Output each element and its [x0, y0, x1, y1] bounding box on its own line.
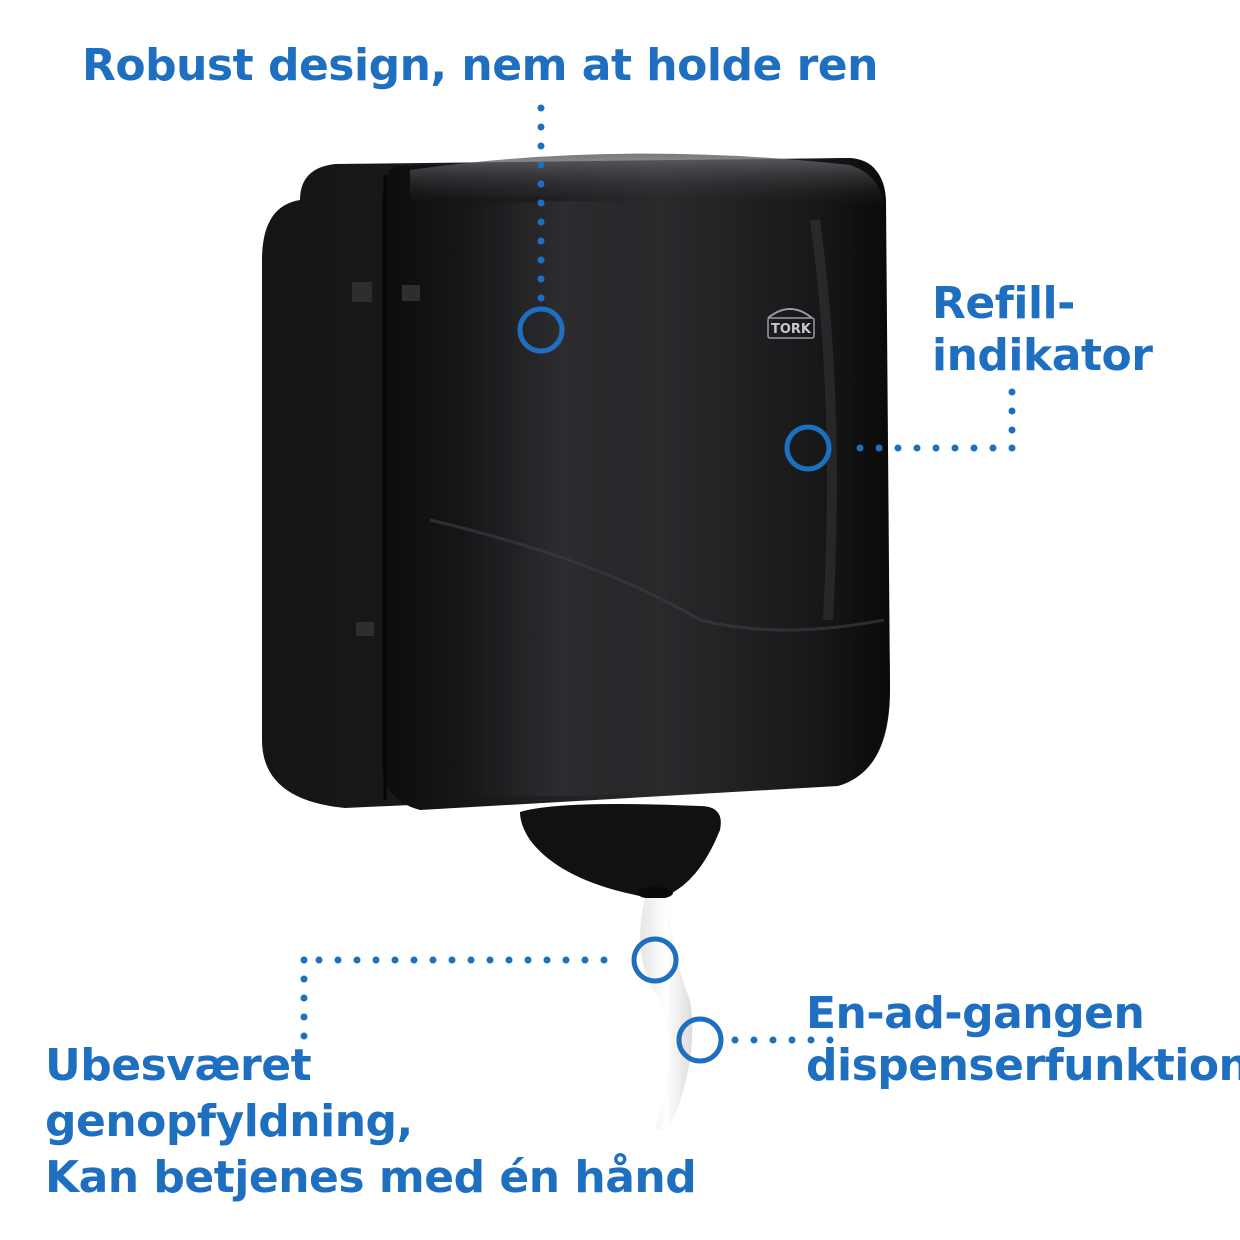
dispenser-outlet	[520, 804, 721, 899]
marker-one-at-a-time	[676, 1016, 724, 1064]
callout-refill-indicator: Refill- indikator	[932, 278, 1153, 382]
callout-refilling-line-2: genopfyldning,	[45, 1096, 413, 1147]
tork-logo-text: TORK	[771, 322, 812, 337]
marker-refill-indicator	[784, 424, 832, 472]
callout-markers	[517, 306, 832, 1064]
callout-one-at-a-time-line-1: En-ad-gangen	[806, 988, 1145, 1039]
paper-towel	[640, 898, 693, 1132]
callout-refilling-line-3: Kan betjenes med én hånd	[45, 1152, 697, 1203]
tork-logo: TORK	[767, 308, 815, 339]
callout-effortless-refill: Ubesværet genopfyldning, Kan betjenes me…	[45, 1038, 697, 1206]
callout-refill-line-1: Refill-	[932, 278, 1075, 329]
marker-robust-design	[517, 306, 565, 354]
callout-refilling-line-1: Ubesværet	[45, 1040, 312, 1091]
callout-one-at-a-time-line-2: dispenserfunktion	[806, 1040, 1240, 1091]
callout-one-at-a-time: En-ad-gangen dispenserfunktion	[806, 988, 1240, 1092]
dispenser-body	[262, 153, 890, 810]
callout-refill-line-2: indikator	[932, 330, 1153, 381]
marker-refilling	[631, 936, 679, 984]
callout-robust-design: Robust design, nem at holde ren	[82, 40, 878, 91]
callout-lines	[300, 104, 1016, 1044]
